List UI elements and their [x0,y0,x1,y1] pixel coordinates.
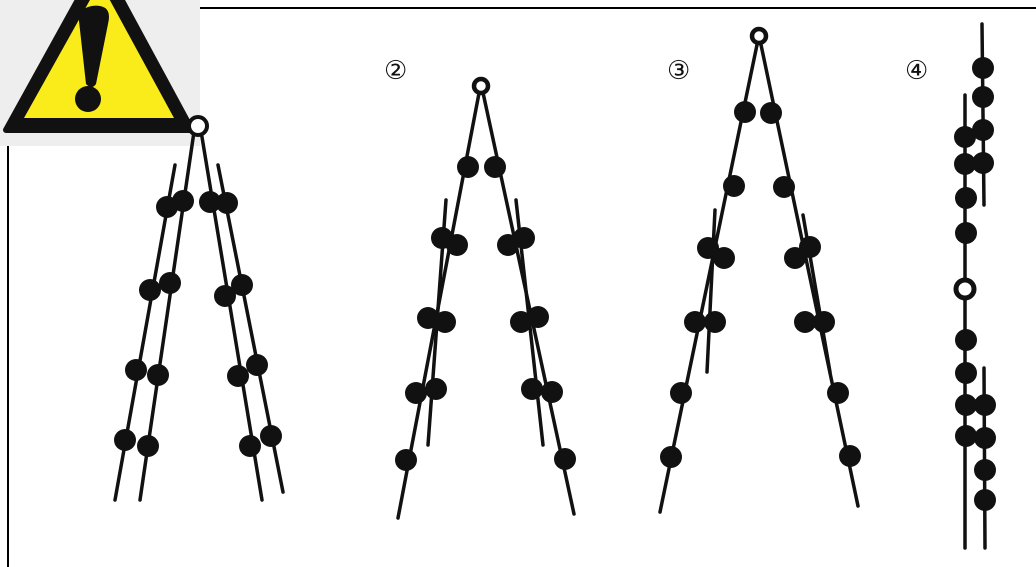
fig4-strand-top-right [980,22,986,207]
fig4-beads [954,57,996,511]
fig1-beads [114,190,282,457]
fig2-beads [395,156,576,471]
warning-triangle-icon [3,0,195,133]
frame-left-border [7,140,9,567]
step-4-label: ④ [905,56,929,86]
step-3-label: ③ [667,56,691,86]
fig3-strand-extra-left [705,208,717,374]
fig4-loop [953,277,977,301]
frame-top-border [195,7,1036,9]
fig1-loop [187,115,209,137]
fig2-loop [471,76,491,96]
fig3-beads [660,101,861,468]
step-2-label: ② [384,56,408,86]
fig3-loop [749,26,769,46]
warning-badge [0,0,200,146]
